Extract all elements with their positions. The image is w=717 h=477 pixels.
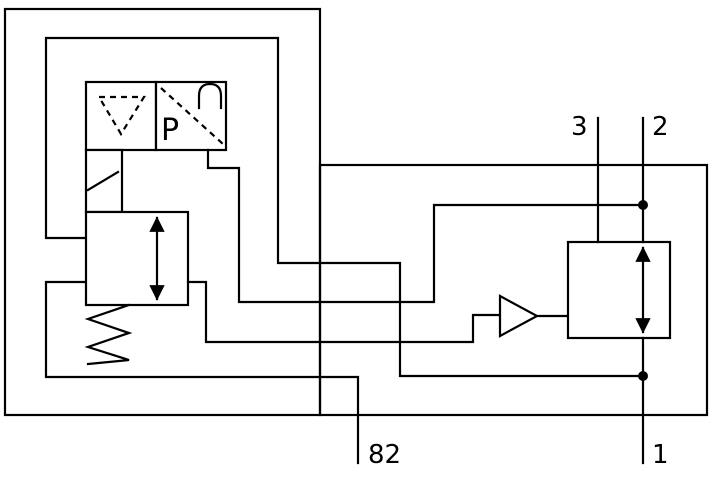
- amplifier-triangle: [498, 294, 540, 338]
- valve-to-amplifier-line: [186, 280, 502, 344]
- port-label-1: 1: [652, 440, 669, 470]
- junction-dot-bottom: [638, 371, 648, 381]
- pilot-feedback-line: [44, 36, 646, 378]
- junction-dot-top: [638, 200, 648, 210]
- pressure-letter: P: [161, 113, 179, 148]
- right-enclosure: [318, 163, 709, 417]
- spring-icon: [84, 303, 133, 366]
- pressure-arch-icon: [197, 82, 223, 110]
- valve-box: [84, 210, 190, 307]
- actuator-box: [566, 240, 672, 340]
- pressure-diagonal-dashed: [160, 87, 224, 145]
- port-label-3: 3: [571, 112, 588, 142]
- solenoid-diagonal: [86, 170, 120, 192]
- port-label-2: 2: [652, 112, 669, 142]
- pressure-sensor-box: [154, 80, 228, 152]
- port-82-line: [44, 280, 360, 465]
- sensor-triangle-box: [84, 80, 158, 152]
- dashed-triangle-icon: [97, 95, 146, 137]
- sensor-output-line: [206, 148, 645, 304]
- port-label-82: 82: [368, 440, 401, 470]
